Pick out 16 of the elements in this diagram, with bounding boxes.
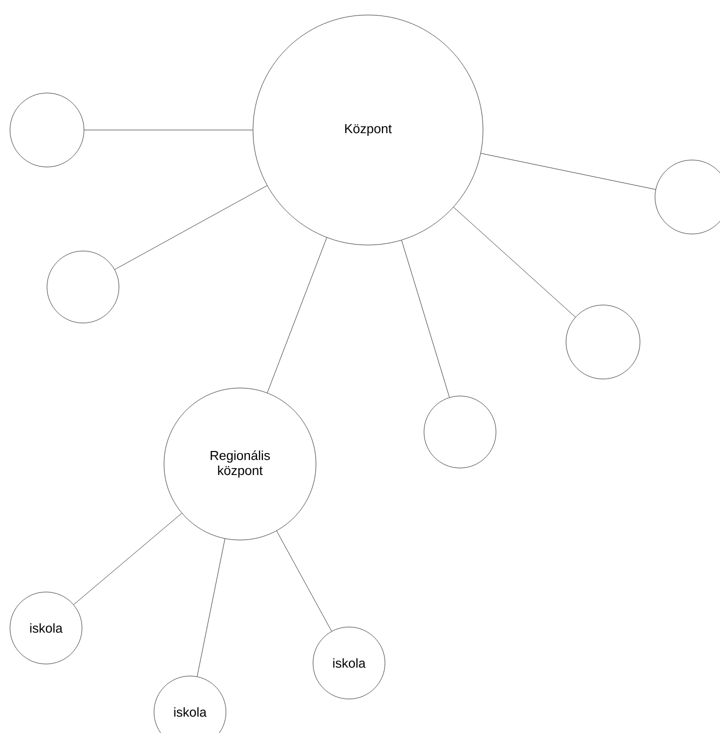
empty-circle: [424, 396, 496, 468]
connector-line: [114, 185, 268, 270]
circle-node: iskola: [312, 626, 386, 700]
circle-node: Regionális központ: [164, 388, 316, 540]
connector-line: [453, 206, 576, 318]
connector-line: [73, 513, 182, 605]
connector-line: [401, 240, 450, 398]
empty-circle: [10, 92, 84, 168]
connector-line: [276, 530, 332, 632]
empty-circle: [566, 304, 640, 380]
connector-line: [196, 538, 226, 677]
connector-line: [267, 237, 327, 394]
connector-line: [480, 153, 656, 190]
empty-circle: [46, 250, 120, 324]
circle-node: Központ: [252, 14, 484, 246]
circle-node: iskola: [10, 592, 82, 664]
